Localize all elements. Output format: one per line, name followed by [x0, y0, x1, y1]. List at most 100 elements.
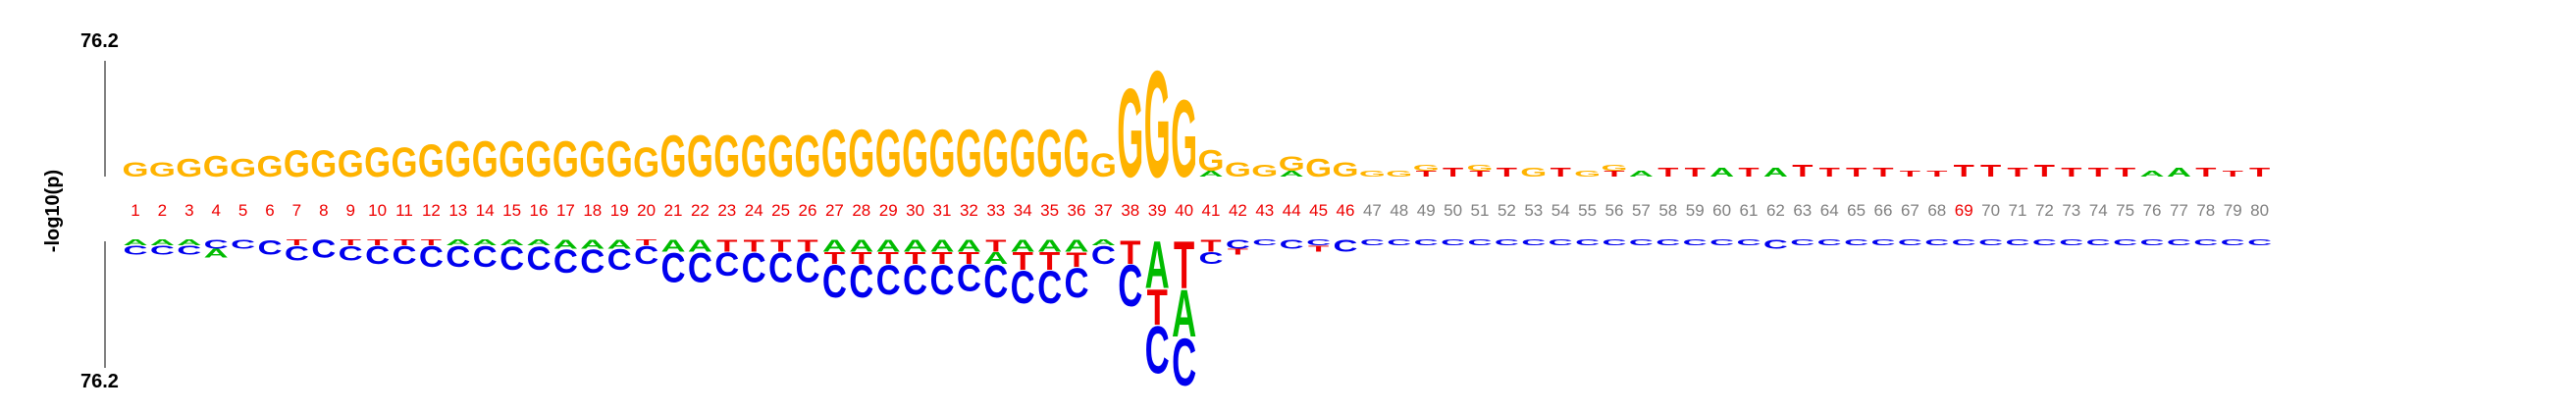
logo-glyph-lower-T-pos-32-1: T: [959, 248, 980, 267]
position-label-72: 72: [2035, 201, 2054, 220]
logo-glyph-lower-C-pos-56-0: C: [1602, 238, 1626, 248]
position-label-45: 45: [1309, 201, 1328, 220]
logo-glyph-lower-C-pos-53-0: C: [1521, 238, 1546, 248]
logo-glyph-lower-T-pos-23-0: T: [716, 236, 738, 255]
logo-glyph-upper-G-pos-18-0: G: [579, 131, 605, 188]
logo-glyph-lower-C-pos-51-0: C: [1467, 238, 1492, 248]
logo-glyph-lower-C-pos-4-0: C: [204, 236, 229, 251]
logo-glyph-lower-C-pos-13-1: C: [446, 240, 470, 273]
logo-glyph-lower-C-pos-43-0: C: [1252, 238, 1277, 248]
logo-glyph-lower-C-pos-32-2: C: [957, 257, 981, 299]
logo-glyph-lower-T-pos-11-0: T: [394, 238, 415, 248]
position-label-62: 62: [1766, 201, 1785, 220]
logo-glyph-upper-T-pos-65-0: T: [1846, 165, 1866, 180]
logo-glyph-lower-C-pos-29-2: C: [876, 257, 901, 303]
logo-glyph-upper-T-pos-63-0: T: [1792, 161, 1814, 180]
position-label-3: 3: [184, 201, 193, 220]
position-label-15: 15: [502, 201, 521, 220]
logo-glyph-lower-C-pos-59-0: C: [1683, 238, 1708, 248]
logo-glyph-upper-G-pos-34-0: G: [1010, 116, 1036, 191]
logo-glyph-lower-T-pos-40-0: T: [1174, 228, 1194, 303]
logo-glyph-upper-A-pos-57-0: A: [1629, 170, 1654, 180]
logo-glyph-upper-T-pos-78-0: T: [2195, 165, 2216, 180]
logo-glyph-upper-G-pos-38-0: G: [1117, 63, 1143, 205]
logo-glyph-upper-G-pos-22-0: G: [687, 124, 713, 189]
position-label-1: 1: [131, 201, 139, 220]
logo-glyph-lower-C-pos-80-0: C: [2247, 238, 2272, 248]
logo-glyph-lower-A-pos-13-0: A: [446, 238, 470, 248]
logo-glyph-lower-C-pos-76-0: C: [2139, 238, 2164, 248]
logo-glyph-lower-C-pos-50-0: C: [1441, 238, 1465, 248]
logo-glyph-upper-T-pos-68-0: T: [1926, 170, 1948, 180]
logo-glyph-lower-A-pos-36-0: A: [1064, 236, 1088, 255]
logo-glyph-lower-A-pos-40-1: A: [1172, 276, 1196, 351]
logo-glyph-lower-C-pos-42-0: C: [1226, 236, 1250, 251]
logo-glyph-lower-T-pos-12-0: T: [421, 238, 443, 248]
logo-glyph-lower-C-pos-72-0: C: [2032, 238, 2057, 248]
position-label-59: 59: [1686, 201, 1705, 220]
logo-glyph-lower-C-pos-34-2: C: [1011, 261, 1035, 314]
logo-glyph-upper-G-pos-2-0: G: [149, 158, 176, 181]
logo-glyph-lower-C-pos-63-0: C: [1790, 238, 1814, 248]
logo-glyph-upper-G-pos-29-0: G: [875, 116, 902, 191]
logo-glyph-upper-G-pos-31-0: G: [928, 116, 955, 191]
logo-glyph-lower-C-pos-37-1: C: [1091, 241, 1116, 270]
logo-glyph-upper-G-pos-11-0: G: [391, 140, 417, 186]
logo-glyph-upper-T-pos-75-0: T: [2115, 165, 2135, 180]
logo-glyph-lower-C-pos-70-0: C: [1978, 238, 2003, 248]
logo-glyph-upper-A-pos-41-0: A: [1198, 170, 1223, 180]
logo-glyph-upper-G-pos-39-0: G: [1144, 38, 1171, 209]
logo-glyph-upper-G-pos-32-0: G: [956, 116, 982, 191]
logo-glyph-upper-G-pos-46-0: G: [1332, 158, 1358, 181]
logo-glyph-lower-T-pos-35-1: T: [1039, 247, 1061, 276]
logo-glyph-lower-C-pos-52-0: C: [1495, 238, 1519, 248]
logo-glyph-lower-T-pos-45-1: T: [1308, 244, 1330, 254]
logo-glyph-lower-C-pos-62-0: C: [1763, 236, 1788, 251]
logo-glyph-lower-C-pos-12-1: C: [419, 240, 444, 273]
position-label-73: 73: [2062, 201, 2080, 220]
logo-glyph-lower-C-pos-25-1: C: [768, 245, 793, 291]
logo-glyph-upper-T-pos-74-0: T: [2088, 165, 2109, 180]
logo-glyph-upper-G-pos-51-1: G: [1466, 163, 1493, 173]
logo-glyph-upper-G-pos-27-0: G: [821, 116, 848, 191]
logo-glyph-lower-C-pos-20-1: C: [634, 241, 658, 270]
y-axis-top-label: 76.2: [80, 30, 119, 52]
logo-glyph-lower-A-pos-3-0: A: [177, 238, 201, 248]
logo-glyph-lower-C-pos-46-0: C: [1333, 236, 1357, 255]
position-label-39: 39: [1148, 201, 1167, 220]
position-label-80: 80: [2250, 201, 2269, 220]
position-label-65: 65: [1847, 201, 1866, 220]
position-label-60: 60: [1712, 201, 1731, 220]
logo-glyph-lower-A-pos-17-0: A: [553, 236, 578, 251]
logo-glyph-lower-C-pos-18-1: C: [580, 243, 605, 281]
position-label-44: 44: [1283, 201, 1301, 220]
logo-glyph-upper-G-pos-10-0: G: [364, 140, 391, 186]
logo-glyph-lower-C-pos-61-0: C: [1736, 238, 1761, 248]
logo-glyph-lower-C-pos-35-2: C: [1037, 261, 1062, 314]
position-label-11: 11: [395, 201, 413, 220]
logo-glyph-lower-C-pos-21-1: C: [660, 245, 685, 291]
position-label-76: 76: [2143, 201, 2162, 220]
position-label-27: 27: [825, 201, 844, 220]
position-label-30: 30: [906, 201, 924, 220]
logo-glyph-lower-A-pos-29-0: A: [876, 236, 901, 255]
position-label-22: 22: [691, 201, 710, 220]
logo-glyph-lower-C-pos-68-0: C: [1924, 238, 1949, 248]
logo-glyph-upper-G-pos-23-0: G: [713, 124, 740, 189]
logo-glyph-upper-G-pos-14-0: G: [472, 131, 499, 188]
position-label-42: 42: [1229, 201, 1247, 220]
logo-glyph-lower-A-pos-4-1: A: [204, 246, 229, 261]
logo-glyph-upper-G-pos-55-0: G: [1574, 170, 1601, 180]
logo-glyph-upper-T-pos-70-0: T: [1980, 161, 2002, 180]
logo-glyph-lower-C-pos-19-1: C: [607, 243, 632, 276]
logo-glyph-upper-G-pos-12-0: G: [418, 134, 445, 187]
position-label-70: 70: [1981, 201, 2000, 220]
logo-glyph-lower-T-pos-34-1: T: [1013, 247, 1034, 276]
logo-glyph-lower-C-pos-5-0: C: [231, 236, 255, 251]
logo-glyph-lower-T-pos-28-1: T: [851, 248, 872, 267]
position-label-36: 36: [1068, 201, 1086, 220]
logo-glyph-lower-T-pos-25-0: T: [770, 236, 792, 255]
position-label-23: 23: [717, 201, 736, 220]
logo-glyph-upper-T-pos-56-0: T: [1603, 170, 1625, 180]
